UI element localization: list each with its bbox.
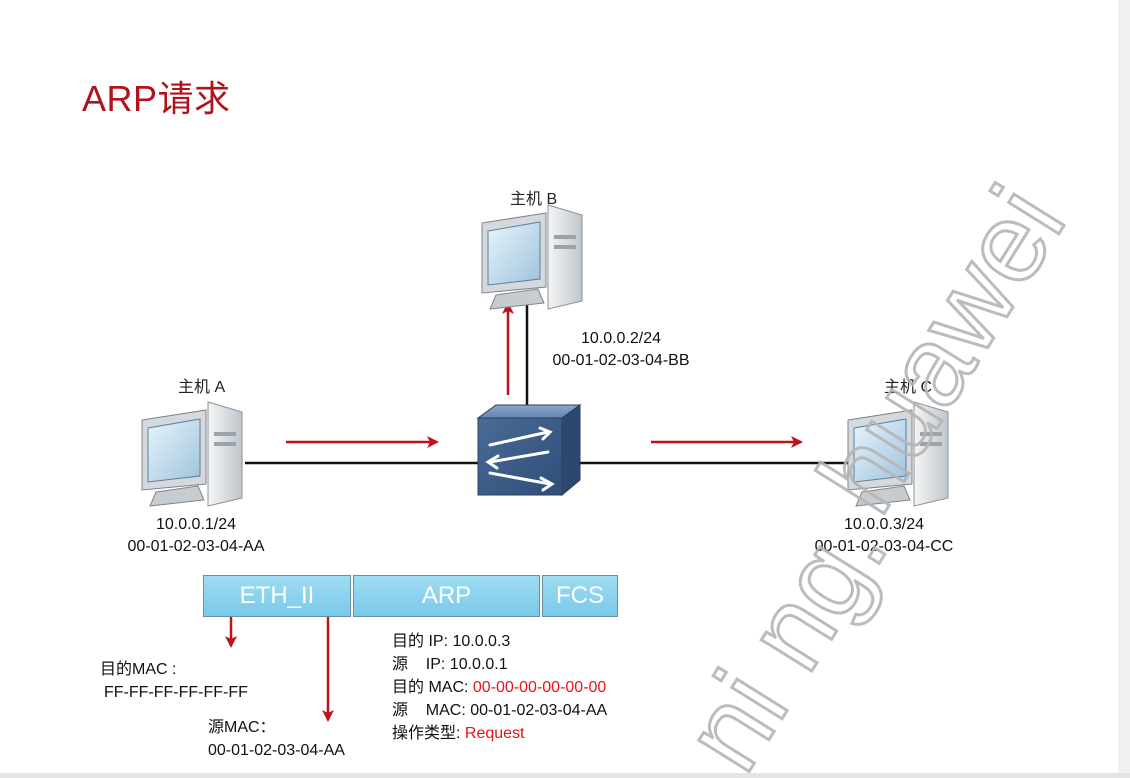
arp-src-mac-label: 源 MAC: xyxy=(392,702,471,719)
eth-src-mac-value: 00-01-02-03-04-AA xyxy=(208,742,345,759)
arp-dst-ip-value: 10.0.0.3 xyxy=(452,633,511,650)
page-title: ARP请求 xyxy=(82,78,231,119)
arp-src-ip-value: 10.0.0.1 xyxy=(449,656,508,673)
arp-dst-mac-label: 目的 MAC: xyxy=(392,679,473,696)
arp-src-ip-label: 源 IP: xyxy=(392,656,450,673)
host-c-ip: 10.0.0.3/24 xyxy=(843,516,925,533)
arp-dst-ip-label: 目的 IP: xyxy=(392,633,453,650)
arp-src-ip: 源 IP: 10.0.0.1 xyxy=(392,653,607,676)
pc-icon xyxy=(481,204,583,310)
arp-fields: 目的 IP: 10.0.0.3 源 IP: 10.0.0.1 目的 MAC: 0… xyxy=(392,630,607,745)
arp-operation-label: 操作类型: xyxy=(392,725,465,742)
host-b-label: 主机 B xyxy=(510,191,558,208)
host-b-address: 10.0.0.2/24 00-01-02-03-04-BB xyxy=(536,328,706,372)
arp-src-mac-value: 00-01-02-03-04-AA xyxy=(470,702,608,719)
switch-icon xyxy=(476,404,582,497)
host-c-address: 10.0.0.3/24 00-01-02-03-04-CC xyxy=(796,514,972,558)
arp-operation: 操作类型: Request xyxy=(392,722,607,745)
host-c-label: 主机 C xyxy=(884,379,933,396)
eth-src-mac-label: 源MAC： xyxy=(208,719,276,736)
frame-fcs: FCS xyxy=(542,575,618,617)
arp-operation-value: Request xyxy=(464,725,525,742)
frame-arp-payload: ARP xyxy=(353,575,540,617)
arp-dst-mac: 目的 MAC: 00-00-00-00-00-00 xyxy=(392,676,607,699)
arp-src-mac: 源 MAC: 00-01-02-03-04-AA xyxy=(392,699,607,722)
bottom-edge-strip xyxy=(0,773,1130,778)
host-a-address: 10.0.0.1/24 00-01-02-03-04-AA xyxy=(108,514,284,558)
pc-icon xyxy=(141,401,243,507)
host-c-mac: 00-01-02-03-04-CC xyxy=(814,538,954,555)
eth-dst-mac-label: 目的MAC : xyxy=(100,661,177,678)
right-edge-strip xyxy=(1118,0,1130,778)
host-a-ip: 10.0.0.1/24 xyxy=(155,516,237,533)
pc-icon xyxy=(847,401,949,507)
eth-dst-mac-value: FF-FF-FF-FF-FF-FF xyxy=(104,684,248,701)
host-b-mac: 00-01-02-03-04-BB xyxy=(552,352,690,369)
arp-dst-mac-value: 00-00-00-00-00-00 xyxy=(472,679,607,696)
frame-eth-header: ETH_II xyxy=(203,575,351,617)
host-a-label: 主机 A xyxy=(178,379,226,396)
host-b-ip: 10.0.0.2/24 xyxy=(580,330,662,347)
host-a-mac: 00-01-02-03-04-AA xyxy=(127,538,265,555)
arp-dst-ip: 目的 IP: 10.0.0.3 xyxy=(392,630,607,653)
